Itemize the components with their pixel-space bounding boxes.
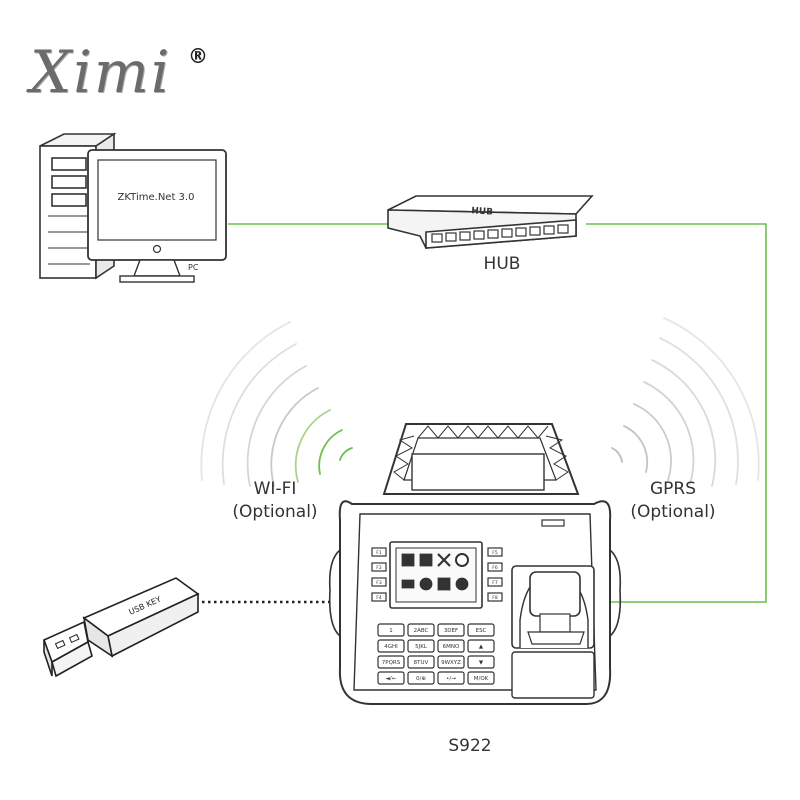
- brand-name: Ximi: [30, 38, 172, 106]
- key-9: 9WXYZ: [441, 660, 461, 666]
- gprs-waves: [611, 317, 760, 487]
- side-key-f5: F5: [492, 550, 498, 556]
- gprs-label-line2: (Optional): [630, 502, 716, 522]
- key-1: 1: [389, 628, 393, 634]
- usb-key: [42, 577, 200, 678]
- key-5: 5JKL: [415, 644, 428, 650]
- brand-logo: Ximi ®: [30, 38, 230, 118]
- wifi-label-line1: WI-FI: [253, 479, 297, 499]
- wifi-label: WI-FI (Optional): [215, 478, 335, 524]
- keypad: [377, 623, 495, 685]
- key-0: 0/⊕: [416, 676, 426, 682]
- side-key-f3: F3: [376, 580, 382, 586]
- key-down: ▼: [479, 660, 484, 666]
- key-right: •/→: [446, 676, 456, 682]
- side-key-f6: F6: [492, 565, 498, 571]
- wifi-waves: [200, 321, 353, 487]
- screen-menu-icons: [401, 553, 469, 591]
- key-left: ◄/←: [386, 676, 397, 682]
- side-key-f2: F2: [376, 565, 382, 571]
- hub-device-link: [586, 223, 767, 603]
- key-2: 2ABC: [414, 628, 429, 634]
- side-key-f1: F1: [376, 550, 382, 556]
- handle-lattice: [393, 425, 569, 481]
- key-esc: ESC: [476, 628, 487, 634]
- pc-label: PC: [188, 263, 199, 272]
- fingerprint-reader: [511, 565, 595, 649]
- hub-body-text: HUB: [471, 206, 493, 217]
- gprs-label-line1: GPRS: [649, 479, 697, 499]
- pc-screen-text: ZKTime.Net 3.0: [117, 192, 195, 203]
- side-key-f7: F7: [492, 580, 498, 586]
- registered-mark: ®: [188, 44, 208, 68]
- hub-label: HUB: [483, 254, 521, 274]
- key-7: 7PQRS: [382, 660, 401, 666]
- key-ok: M/OK: [474, 676, 489, 682]
- key-4: 4GHI: [384, 644, 398, 650]
- keypad-labels: 1 2ABC 3DEF ESC 4GHI 5JKL 6MNO ▲ 7PQRS 8…: [382, 628, 489, 682]
- side-key-labels: F1 F2 F3 F4 F5 F6 F7 F8: [376, 550, 498, 601]
- wifi-label-line2: (Optional): [232, 502, 318, 522]
- pc-monitor: [87, 149, 227, 283]
- s922-terminal: [328, 423, 622, 705]
- network-links: [228, 223, 767, 603]
- key-3: 3DEF: [444, 628, 458, 634]
- key-8: 8TUV: [414, 660, 429, 666]
- side-key-f8: F8: [492, 595, 498, 601]
- device-model-label: S922: [448, 736, 492, 756]
- key-up: ▲: [479, 644, 484, 650]
- side-key-f4: F4: [376, 595, 382, 601]
- key-6: 6MNO: [443, 644, 460, 650]
- card-reader-area: [511, 651, 595, 699]
- hub-ports: [431, 224, 569, 243]
- hub-device: [387, 195, 594, 249]
- side-keys: [371, 547, 503, 602]
- gprs-label: GPRS (Optional): [608, 478, 738, 524]
